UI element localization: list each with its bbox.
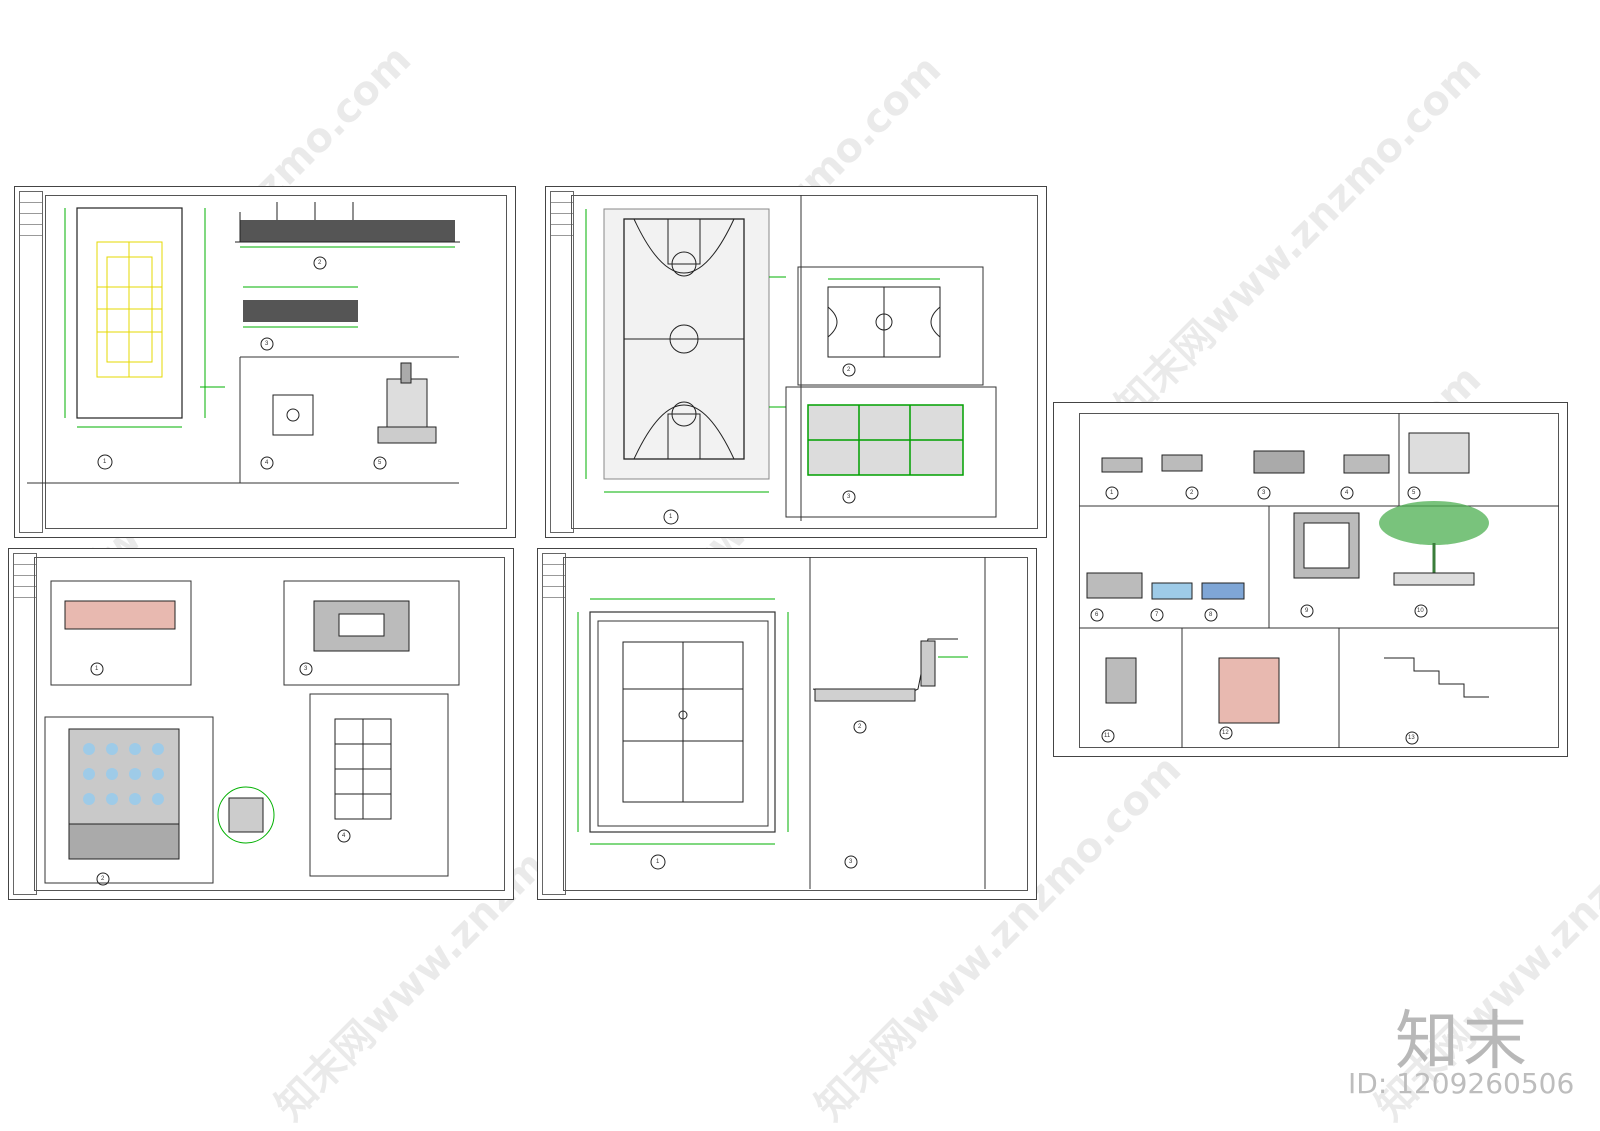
sheet-badminton-court: 1 2 3 4 5 [14,186,516,538]
callout-number: 7 [1155,612,1159,618]
callout-number: 3 [849,859,853,865]
callout-number: 8 [1209,612,1213,618]
callout-number: 5 [1412,490,1416,496]
basketball-drawings [585,195,997,525]
callout-number: 2 [318,260,322,266]
badminton-drawings [27,202,460,484]
sheet-tennis-court: 1 2 3 [537,548,1037,900]
callout-number: 2 [1190,490,1194,496]
drawing-frame [34,557,505,891]
callout-number: 1 [1110,490,1114,496]
callout-number: 11 [1104,733,1111,739]
title-block [19,191,43,533]
callout-number: 1 [95,666,99,672]
callout-number: 3 [847,494,851,500]
drawing-frame [1079,413,1559,748]
callout-number: 1 [103,459,107,465]
callout-number: 3 [265,341,269,347]
title-block [13,553,37,895]
sheet-paving-details: 1 2 3 4 [8,548,514,900]
callout-number: 6 [1095,612,1099,618]
callout-number: 3 [1262,490,1266,496]
callout-number: 1 [669,514,673,520]
construction-drawings [1079,413,1559,748]
drawing-frame [45,195,507,529]
callout-number: 2 [858,724,862,730]
callout-number: 2 [101,876,105,882]
callout-number: 9 [1305,608,1309,614]
brand-logo: 知末 [1395,1005,1531,1079]
drawing-frame [563,557,1028,891]
callout-number: 1 [656,859,660,865]
callout-number: 4 [1345,490,1349,496]
sheet-basketball-court: 1 2 3 [545,186,1047,538]
title-block [550,191,574,533]
title-block [542,553,566,895]
callout-number: 13 [1408,735,1415,741]
paving-drawings [44,580,460,886]
tennis-drawings [577,557,986,889]
callout-number: 10 [1417,608,1424,614]
callout-number: 4 [342,833,346,839]
callout-number: 3 [304,666,308,672]
callout-number: 2 [847,367,851,373]
drawing-frame [571,195,1038,529]
callout-number: 5 [378,460,382,466]
sheet-construction-details: 1 2 3 4 5 6 7 8 9 10 11 12 13 [1053,402,1568,757]
callout-number: 12 [1222,730,1229,736]
image-id-label: ID: 1209260506 [1348,1067,1575,1100]
callout-number: 4 [265,460,269,466]
